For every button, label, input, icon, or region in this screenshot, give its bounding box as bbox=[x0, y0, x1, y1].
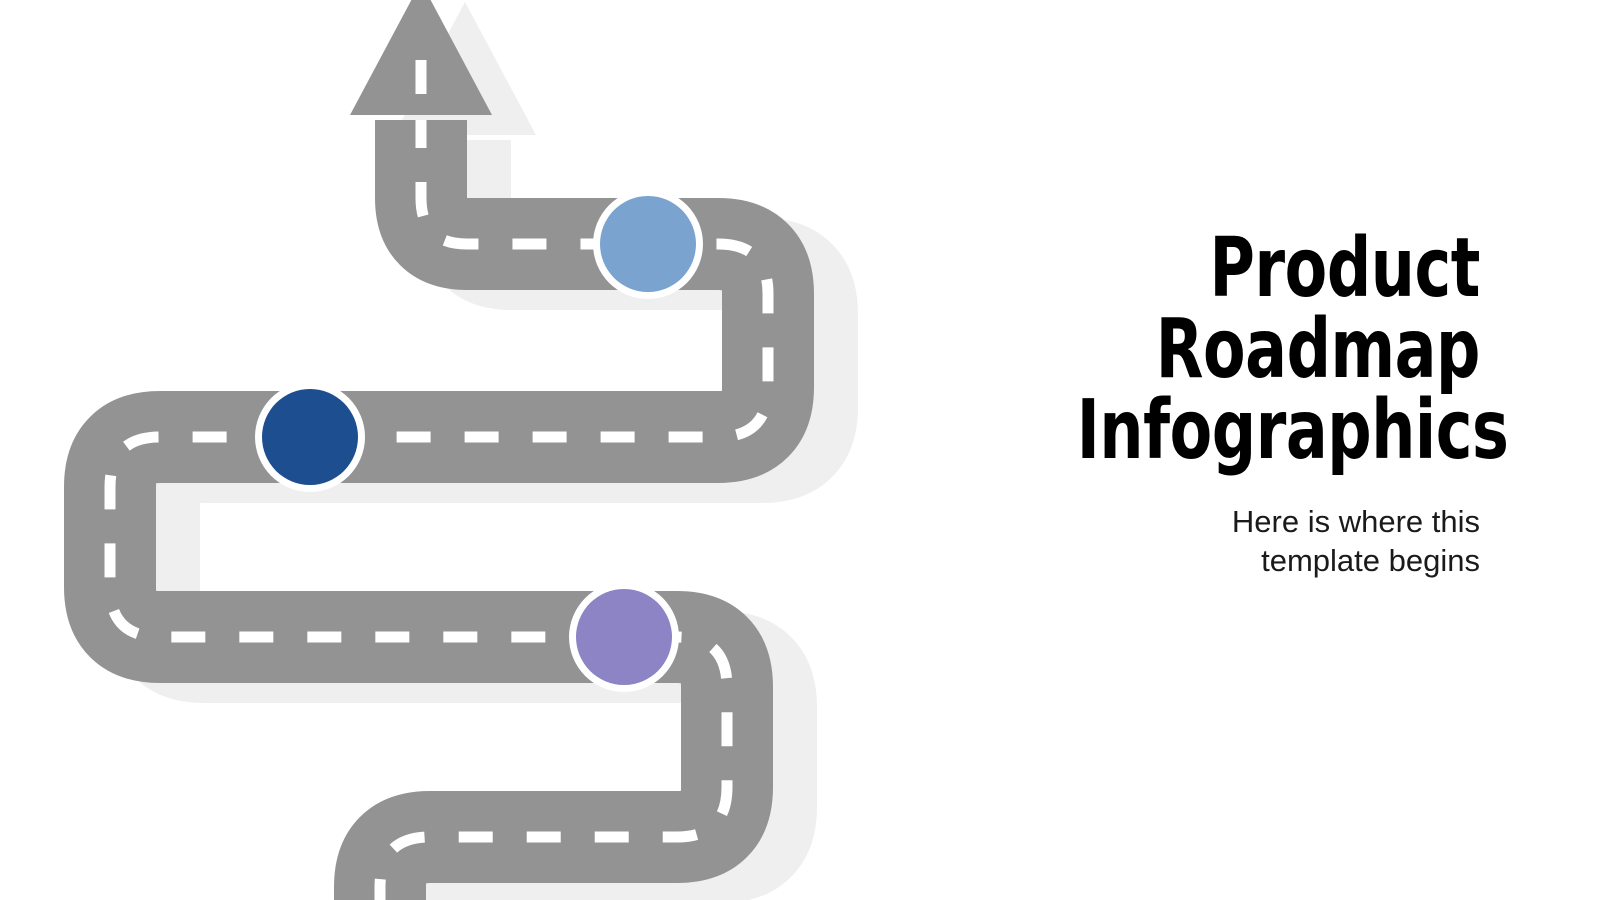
milestone-marker-3[interactable] bbox=[569, 582, 679, 692]
page-title: Product Roadmap Infographics bbox=[1076, 221, 1509, 479]
milestone-marker-2-dot bbox=[262, 389, 358, 485]
road-direction-arrowhead bbox=[350, 0, 492, 115]
title-block: Product Roadmap Infographics Here is whe… bbox=[1000, 221, 1509, 581]
road-svg bbox=[0, 0, 900, 900]
milestone-markers bbox=[255, 189, 703, 692]
milestone-marker-1[interactable] bbox=[593, 189, 703, 299]
milestone-marker-1-dot bbox=[600, 196, 696, 292]
milestone-marker-2[interactable] bbox=[255, 382, 365, 492]
page-subtitle: Here is where this template begins bbox=[1231, 503, 1480, 579]
road-main-layer bbox=[110, 0, 768, 900]
milestone-marker-3-dot bbox=[576, 589, 672, 685]
roadmap-illustration bbox=[0, 0, 900, 900]
